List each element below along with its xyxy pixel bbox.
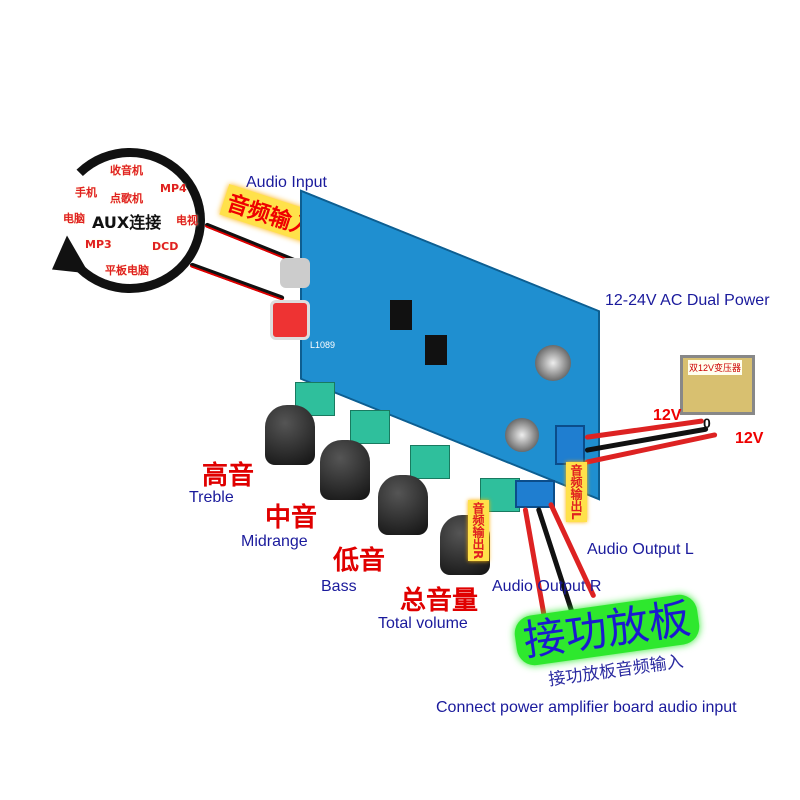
capacitor (505, 418, 539, 452)
board-model: L1089 (310, 340, 336, 350)
bass-knob[interactable] (378, 475, 428, 535)
source-karaoke: 点歌机 (110, 192, 143, 205)
capacitor (535, 345, 571, 381)
voltage-12v-left: 12V (653, 407, 682, 424)
out-l-label: Audio Output L (587, 541, 694, 558)
mid-pot (350, 410, 390, 444)
ic-chip (425, 335, 447, 365)
source-phone: 手机 (75, 186, 97, 199)
voltage-12v-right: 12V (735, 430, 764, 447)
rca-jack (280, 258, 310, 288)
out-r-label: Audio Output R (492, 578, 602, 595)
source-mp3: MP3 (85, 238, 112, 251)
bass-label: Bass (321, 578, 357, 595)
source-radio: 收音机 (110, 164, 143, 177)
mid-cn: 中音 (265, 503, 318, 533)
aux-label: AUX连接 (92, 213, 162, 232)
mid-label: Midrange (241, 533, 308, 550)
transformer-label: 双12V变压器 (688, 360, 743, 375)
input-cable (189, 262, 285, 302)
ic-chip (390, 300, 412, 330)
volume-label: Total volume (378, 615, 468, 632)
out-l-cn: 音频输出L (566, 462, 587, 522)
volume-cn: 总音量 (400, 586, 479, 616)
source-dcd: DCD (152, 240, 179, 253)
amp-label: Connect power amplifier board audio inpu… (436, 699, 737, 716)
bass-cn: 低音 (333, 546, 386, 576)
source-pc: 电脑 (63, 212, 85, 225)
treble-knob[interactable] (265, 405, 315, 465)
power-label: 12-24V AC Dual Power (605, 292, 770, 309)
bass-pot (410, 445, 450, 479)
mid-knob[interactable] (320, 440, 370, 500)
audio-input-label: Audio Input (246, 174, 327, 191)
treble-cn: 高音 (202, 461, 255, 491)
rca-jack (270, 300, 310, 340)
treble-label: Treble (189, 489, 234, 506)
aux-circle (55, 148, 205, 293)
source-tv: 电视 (176, 214, 198, 227)
power-terminal (555, 425, 585, 465)
voltage-0: 0 (703, 415, 711, 431)
source-mp4: MP4 (160, 182, 187, 195)
out-r-cn: 音频输出R (468, 500, 489, 562)
source-tablet: 平板电脑 (105, 264, 149, 277)
